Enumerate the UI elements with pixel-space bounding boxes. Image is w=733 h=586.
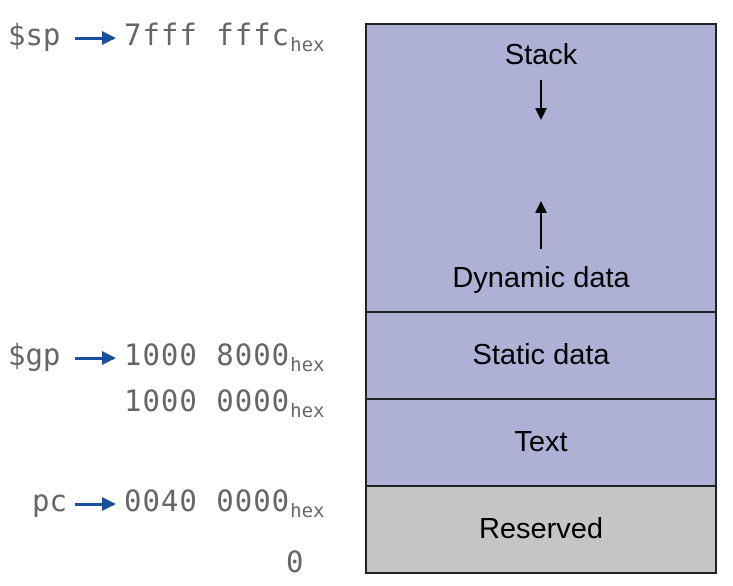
sp-address: 7fff fffchex bbox=[124, 18, 324, 56]
text-segment: Text bbox=[365, 398, 717, 487]
static-data-label: Static data bbox=[472, 339, 610, 371]
gp-address: 1000 8000hex bbox=[124, 338, 324, 376]
text-label: Text bbox=[514, 426, 568, 458]
stack-segment: Stack Dynamic data bbox=[365, 23, 717, 313]
gp-address-value: 1000 8000 bbox=[124, 338, 291, 372]
static-data-base-address: 1000 0000hex bbox=[124, 384, 324, 422]
gp-pointer-arrow-icon bbox=[75, 351, 116, 365]
zero-address: 0 bbox=[286, 545, 305, 579]
heap-growth-up-arrow-icon bbox=[535, 201, 547, 249]
hex-suffix: hex bbox=[290, 400, 325, 422]
sp-address-value: 7fff fffc bbox=[124, 18, 291, 52]
reserved-label: Reserved bbox=[478, 513, 604, 545]
static-data-segment: Static data bbox=[365, 311, 717, 400]
sp-register-label: $sp bbox=[8, 18, 61, 52]
pc-address-value: 0040 0000 bbox=[124, 484, 291, 518]
reserved-segment: Reserved bbox=[365, 485, 717, 574]
gp-register-label: $gp bbox=[8, 338, 61, 372]
pc-address: 0040 0000hex bbox=[124, 484, 324, 522]
pc-pointer-arrow-icon bbox=[75, 497, 116, 511]
dynamic-data-label: Dynamic data bbox=[452, 262, 630, 294]
hex-suffix: hex bbox=[290, 34, 325, 56]
stack-label: Stack bbox=[504, 39, 578, 71]
stack-growth-down-arrow-icon bbox=[535, 80, 547, 120]
pc-register-label: pc bbox=[32, 484, 67, 518]
sp-pointer-arrow-icon bbox=[75, 31, 116, 45]
hex-suffix: hex bbox=[290, 500, 325, 522]
hex-suffix: hex bbox=[290, 354, 325, 376]
data-base-address-value: 1000 0000 bbox=[124, 384, 291, 418]
